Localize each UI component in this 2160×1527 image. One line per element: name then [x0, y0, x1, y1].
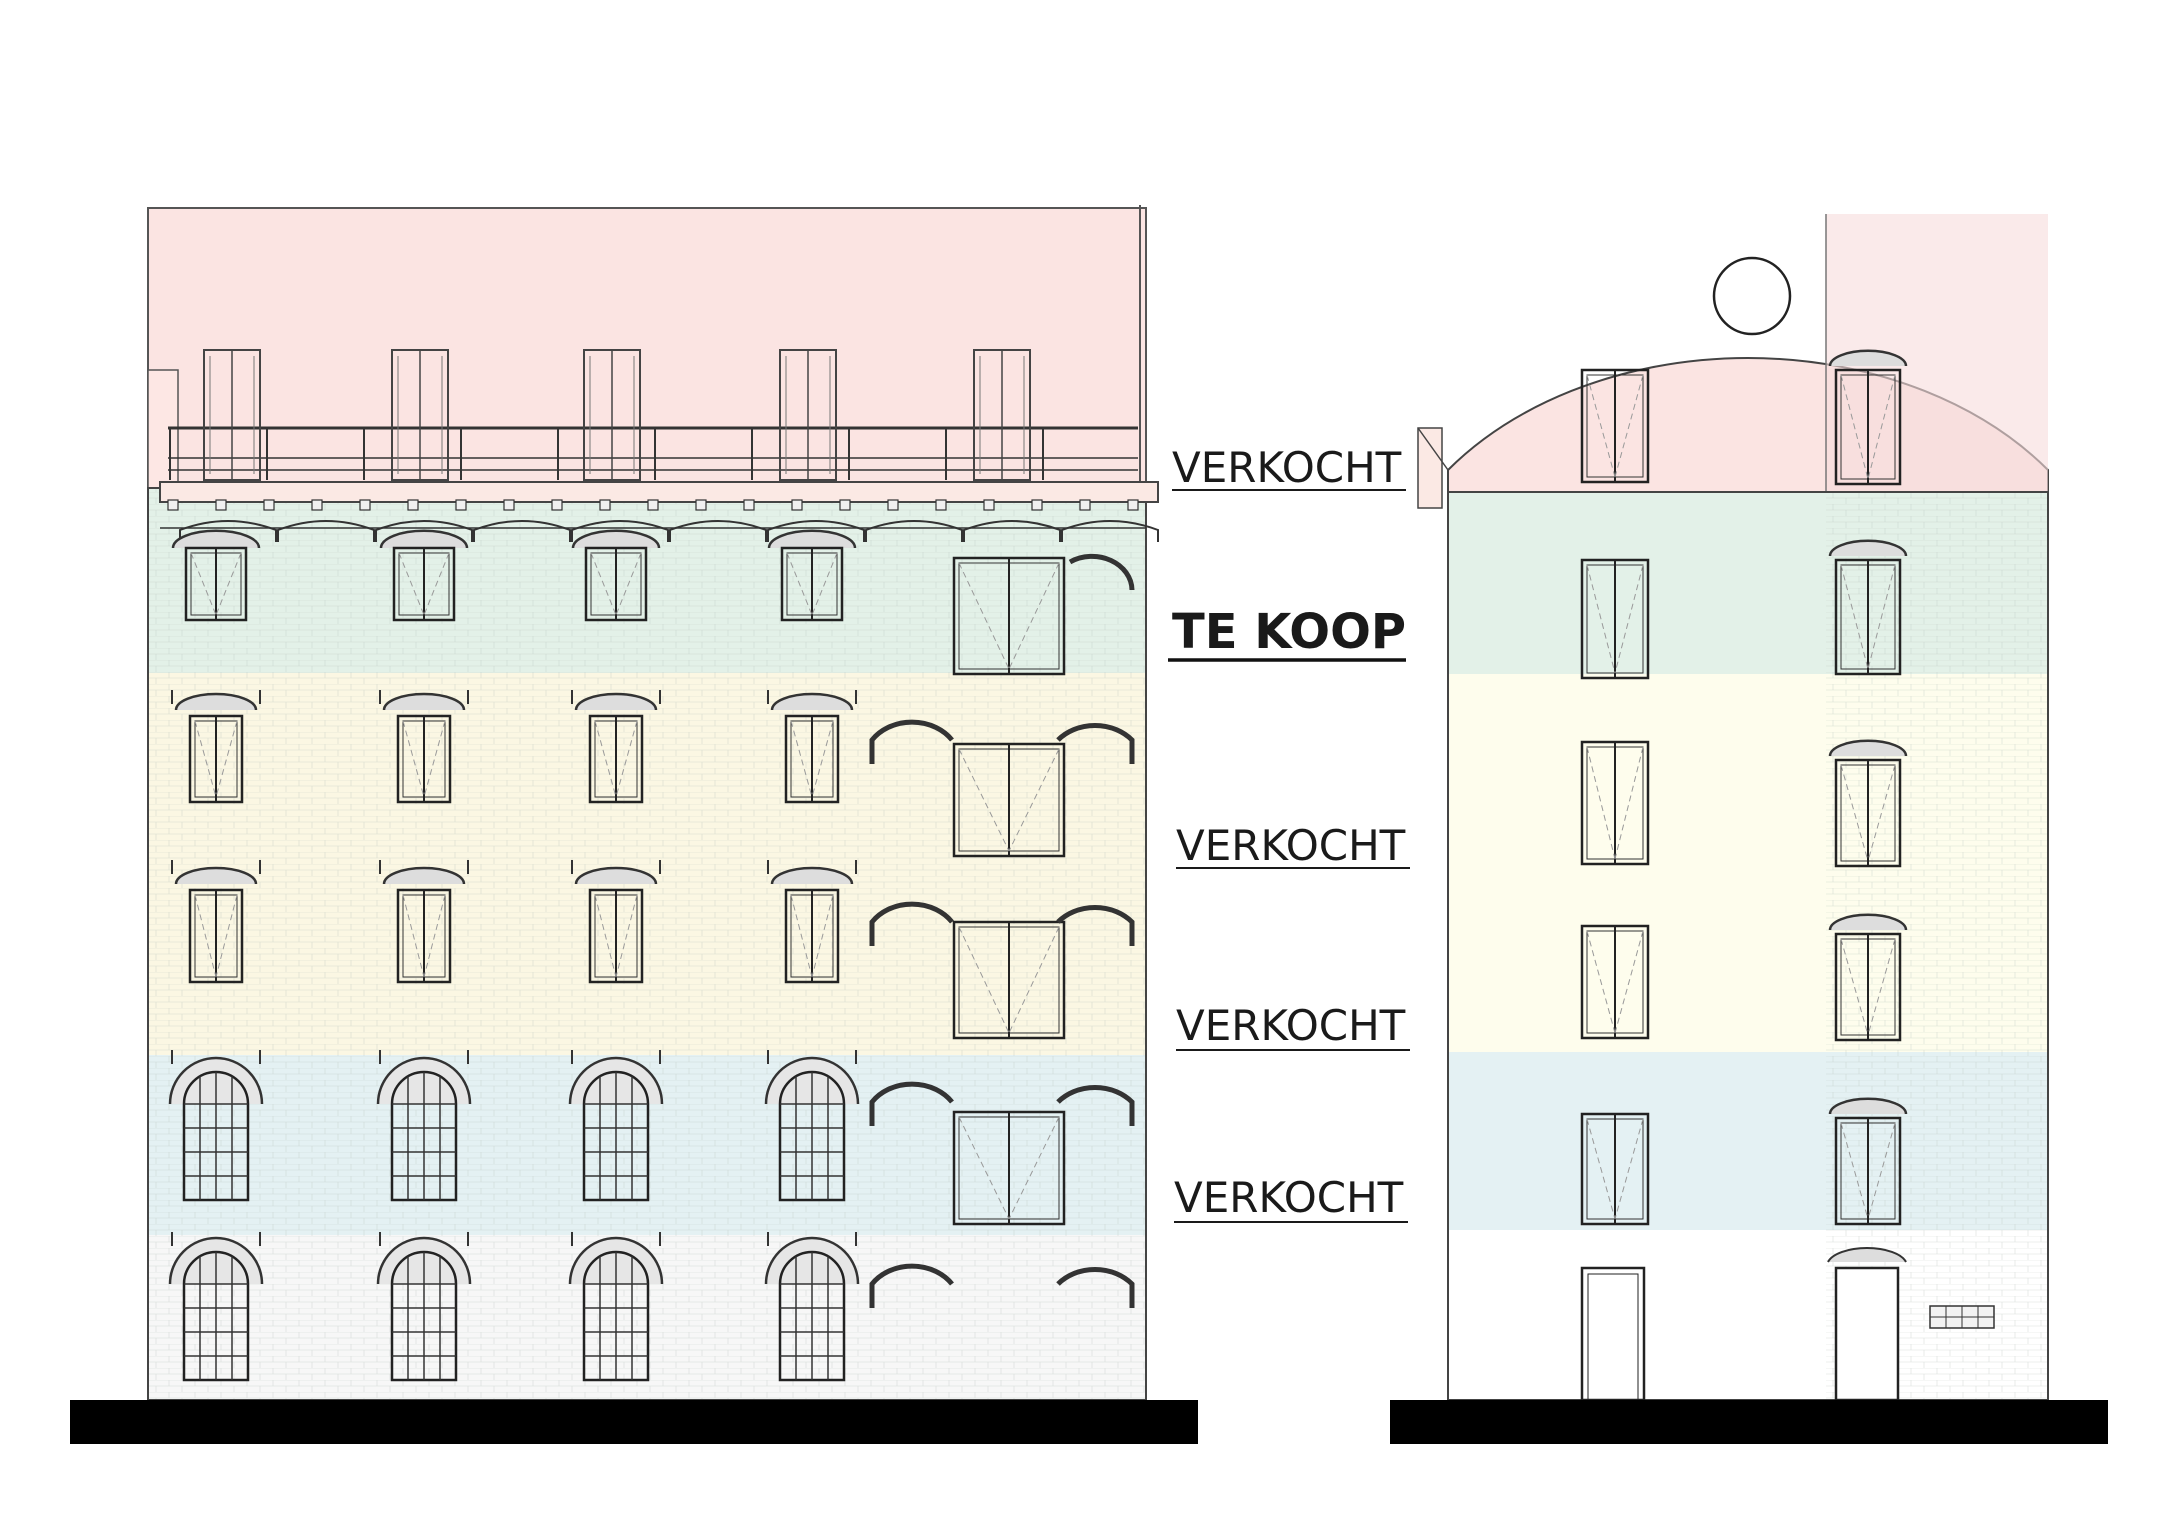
label-floor-2: TE KOOP	[1172, 604, 1406, 660]
front-dormers	[203, 349, 1031, 481]
front-window-top-1	[184, 546, 248, 622]
side-window-right-3	[1834, 758, 1902, 868]
front-window-f3-2	[396, 888, 452, 984]
front-window-f4-1	[168, 1056, 264, 1202]
front-window-top-2	[392, 546, 456, 622]
front-dormer-5	[973, 349, 1031, 481]
side-window-left-2	[1580, 558, 1650, 680]
front-window-f4-2	[376, 1056, 472, 1202]
front-bay-f2	[952, 742, 1066, 858]
side-window-left-1	[1580, 368, 1650, 484]
front-window-ground-3	[568, 1236, 664, 1382]
front-facade	[147, 205, 1159, 1401]
front-window-f3-1	[188, 888, 244, 984]
front-dormer-2	[391, 349, 449, 481]
front-corbels	[167, 499, 1139, 511]
front-window-f4-4	[764, 1056, 860, 1202]
label-floor-5: VERKOCHT	[1174, 1173, 1404, 1222]
side-window-left-4	[1580, 924, 1650, 1040]
front-cornice-arches	[160, 520, 1159, 542]
front-window-f2-1	[188, 714, 244, 804]
front-window-f2-2	[396, 714, 452, 804]
front-windows	[168, 529, 860, 1382]
side-window-left-3	[1580, 740, 1650, 866]
front-window-f2-3	[588, 714, 644, 804]
side-windows	[1580, 349, 1908, 1226]
label-floor-4: VERKOCHT	[1176, 1001, 1406, 1050]
front-window-top-4	[780, 546, 844, 622]
front-bay-f3	[952, 920, 1066, 1040]
floor-labels: VERKOCHT TE KOOP VERKOCHT VERKOCHT VERKO…	[1168, 443, 1410, 1223]
front-window-ground-2	[376, 1236, 472, 1382]
front-window-ground-4	[764, 1236, 860, 1382]
side-ground-line	[1390, 1400, 2108, 1444]
front-window-top-3	[584, 546, 648, 622]
front-window-f2-4	[784, 714, 840, 804]
side-window-right-5	[1834, 1116, 1902, 1226]
front-dormer-4	[779, 349, 837, 481]
front-anchor-marks	[171, 690, 857, 1246]
label-floor-top: VERKOCHT	[1172, 443, 1402, 492]
side-oculus-window	[1712, 256, 1792, 336]
label-floor-3: VERKOCHT	[1176, 821, 1406, 870]
side-window-left-5	[1580, 1112, 1650, 1226]
front-window-ground-1	[168, 1236, 264, 1382]
front-window-f3-4	[784, 888, 840, 984]
front-roof-railing	[168, 426, 1138, 480]
front-roof	[147, 207, 1147, 489]
side-facade	[1417, 214, 2049, 1402]
front-window-f3-3	[588, 888, 644, 984]
side-door-left	[1580, 1266, 1646, 1402]
side-window-right-2	[1834, 558, 1902, 676]
front-ground-line	[70, 1400, 1198, 1444]
front-dormer-3	[583, 349, 641, 481]
front-bay-windows	[869, 553, 1135, 1308]
front-dormer-1	[203, 349, 261, 481]
front-window-f4-3	[568, 1056, 664, 1202]
front-bay-f4	[952, 1110, 1066, 1226]
front-cornice	[159, 481, 1159, 503]
side-window-right-4	[1834, 932, 1902, 1042]
side-window-right-1	[1834, 368, 1902, 486]
side-door-right	[1834, 1266, 1900, 1402]
front-bay-top	[952, 556, 1066, 676]
side-mailbox-panel	[1929, 1305, 1995, 1329]
